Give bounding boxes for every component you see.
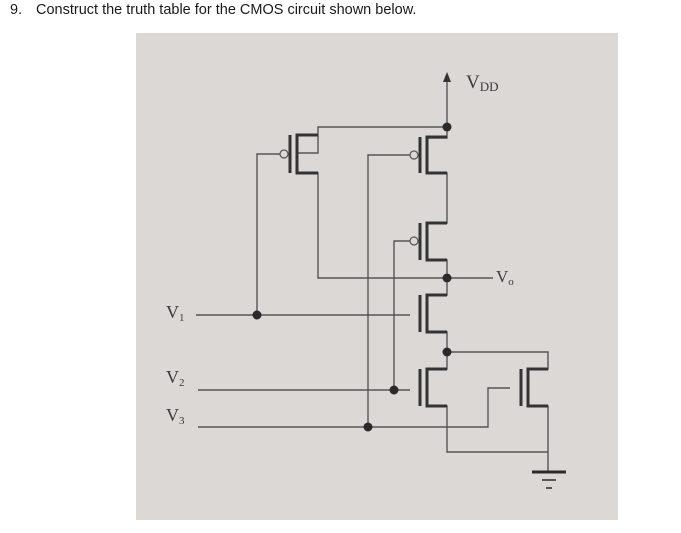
- pmos3-bubble-icon: [409, 236, 419, 246]
- vdd-label: VDD: [466, 72, 499, 94]
- pmos1-to-vo-wire: [297, 172, 447, 279]
- nmos2-channel: [425, 367, 447, 408]
- v1-junction-dot: [252, 310, 262, 320]
- question-body: Construct the truth table for the CMOS c…: [36, 2, 417, 18]
- pmos2-bubble-icon: [409, 150, 419, 160]
- vdd-to-pmos1-wire: [297, 126, 447, 154]
- v3-label: V3: [166, 405, 185, 427]
- v3-nmos-gate-wire: [447, 387, 510, 428]
- pmos1-bubble-icon: [279, 149, 289, 159]
- pmos1-channel: [295, 133, 318, 175]
- mid-junction-dot: [442, 347, 452, 357]
- v1-pmos-gate-wire: [256, 153, 280, 315]
- vdd-junction-dot: [442, 122, 452, 132]
- v2-pmos-gate-wire: [393, 240, 410, 390]
- v2-junction-dot: [389, 385, 399, 395]
- v3-pmos-gate-wire: [367, 154, 410, 427]
- vo-junction-dot: [442, 273, 452, 283]
- nmos3-ground-wire: [528, 405, 549, 472]
- vdd-arrow-icon: [443, 72, 451, 82]
- v2-label: V2: [166, 367, 185, 389]
- vo-label: Vo: [496, 267, 514, 288]
- v1-label: V1: [166, 302, 185, 324]
- node-to-nmos3-wire: [447, 351, 549, 370]
- pmos3-channel: [425, 221, 447, 262]
- nmos1-channel: [425, 293, 447, 334]
- pmos2-channel: [425, 135, 447, 175]
- pmos2-pmos3-wire: [427, 172, 448, 224]
- v3-junction-dot: [363, 422, 373, 432]
- nmos3-channel: [526, 367, 548, 408]
- circuit-photo: [136, 33, 618, 520]
- ground-icon: [532, 470, 566, 489]
- question-number: 9.: [10, 2, 23, 18]
- question-text: 9. Construct the truth table for the CMOS…: [10, 2, 416, 18]
